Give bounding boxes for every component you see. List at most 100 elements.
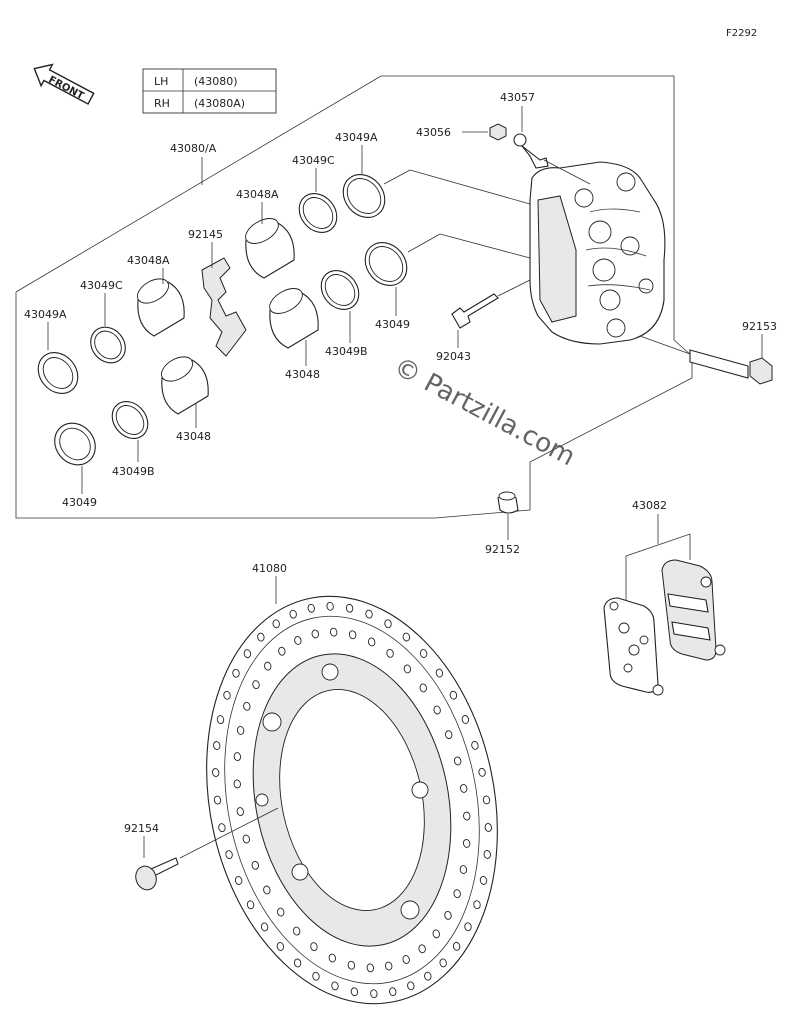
disc-vent-hole (278, 646, 286, 656)
figure-id: F2292 (726, 28, 757, 39)
label-43049c-right: 43049C (292, 154, 335, 167)
label-43048a-right: 43048A (236, 188, 279, 201)
label-92043: 92043 (436, 350, 471, 363)
disc-vent-hole (350, 987, 359, 997)
disc-vent-hole (233, 779, 241, 789)
disc-vent-hole (460, 783, 468, 793)
disc-vent-hole (478, 767, 486, 777)
disc-vent-hole (243, 701, 251, 711)
disc-vent-hole (439, 958, 447, 968)
disc-vent-hole (216, 715, 225, 725)
label-43049-left: 43049 (62, 496, 97, 509)
disc-vent-hole (453, 889, 461, 899)
disc-vent-hole (433, 705, 441, 715)
label-43049b-left: 43049B (112, 465, 155, 478)
disc-vent-hole (479, 875, 488, 885)
disc-vent-hole (242, 834, 250, 844)
label-92152: 92152 (485, 543, 520, 556)
disc-vent-hole (307, 603, 315, 613)
disc-vent-hole (402, 632, 411, 642)
disc-vent-hole (233, 752, 242, 762)
disc-vent-hole (213, 741, 221, 750)
side-lh: LH (154, 75, 168, 88)
disc-vent-hole (454, 756, 462, 766)
disc-vent-hole (471, 740, 479, 750)
disc-vent-hole (331, 981, 339, 991)
disc-vent-hole (463, 811, 471, 821)
disc-vent-hole (232, 668, 240, 678)
disc-vent-hole (243, 649, 252, 659)
label-43080-a: 43080/A (170, 142, 217, 155)
disc-vent-hole (311, 629, 319, 639)
disc-vent-hole (257, 632, 265, 642)
disc-vent-hole (449, 690, 458, 700)
disc-vent-hole (212, 768, 220, 777)
disc-vent-hole (462, 838, 471, 848)
label-43048a-left: 43048A (127, 254, 170, 267)
disc-vent-hole (218, 823, 226, 833)
disc-vent-hole (432, 929, 440, 939)
disc-vent-hole (326, 601, 334, 611)
brake-disc (206, 595, 498, 1005)
label-43082: 43082 (632, 499, 667, 512)
disc-vent-hole (347, 960, 356, 970)
disc-vent-hole (251, 860, 259, 870)
disc-vent-hole (473, 900, 481, 910)
disc-vent-hole (292, 926, 301, 936)
disc-vent-hole (246, 900, 255, 910)
disc-vent-hole (385, 961, 393, 971)
label-43049c-left: 43049C (80, 279, 123, 292)
disc-vent-hole (419, 683, 427, 693)
disc-vent-hole (419, 649, 428, 658)
label-43048-right: 43048 (285, 368, 320, 381)
disc-vent-hole (252, 680, 260, 690)
label-43057: 43057 (500, 91, 535, 104)
disc-vent-hole (482, 795, 491, 805)
label-43049a-right: 43049A (335, 131, 378, 144)
disc-vent-hole (384, 619, 392, 629)
label-92153: 92153 (742, 320, 777, 333)
disc-vent-hole (452, 941, 461, 951)
disc-vent-hole (276, 942, 285, 951)
disc-vent-hole (264, 661, 272, 671)
disc-vent-hole (236, 807, 244, 817)
side-lh-part: (43080) (194, 75, 238, 88)
brake-pads (603, 559, 726, 696)
side-table: LH (43080) RH (43080A) (142, 68, 277, 114)
disc-vent-hole (444, 910, 452, 920)
disc-vent-hole (272, 619, 280, 629)
disc-bolt (135, 857, 179, 891)
disc-vent-hole (236, 726, 245, 735)
disc-vent-hole (348, 630, 357, 640)
side-rh-part: (43080A) (194, 97, 245, 110)
label-43049-right: 43049 (375, 318, 410, 331)
disc-vent-hole (445, 730, 453, 740)
disc-vent-hole (293, 958, 302, 968)
disc-vent-hole (386, 648, 394, 658)
disc-vent-hole (402, 955, 410, 964)
disc-vent-hole (367, 637, 376, 647)
disc-vent-hole (260, 922, 269, 932)
caliper-body (529, 161, 666, 345)
label-43048-left: 43048 (176, 430, 211, 443)
disc-vent-hole (418, 944, 426, 954)
disc-vent-hole (294, 636, 302, 645)
label-43049a-left: 43049A (24, 308, 67, 321)
assembly-boundary (15, 75, 693, 519)
disc-vent-hole (370, 989, 378, 999)
disc-vent-hole (345, 603, 354, 613)
disc-vent-hole (366, 963, 374, 973)
disc-vent-hole (484, 823, 492, 832)
label-92154: 92154 (124, 822, 159, 835)
disc-vent-hole (225, 850, 233, 860)
front-arrow-icon: FRONT (33, 63, 95, 105)
disc-vent-hole (365, 609, 373, 619)
watermark: © Partzilla.com (389, 352, 580, 473)
disc-vent-hole (312, 971, 320, 981)
label-43049b-right: 43049B (325, 345, 368, 358)
disc-vent-hole (403, 664, 412, 674)
disc-vent-hole (435, 668, 444, 678)
disc-vent-hole (461, 715, 470, 724)
disc-vent-hole (328, 953, 337, 963)
side-rh: RH (154, 97, 170, 110)
